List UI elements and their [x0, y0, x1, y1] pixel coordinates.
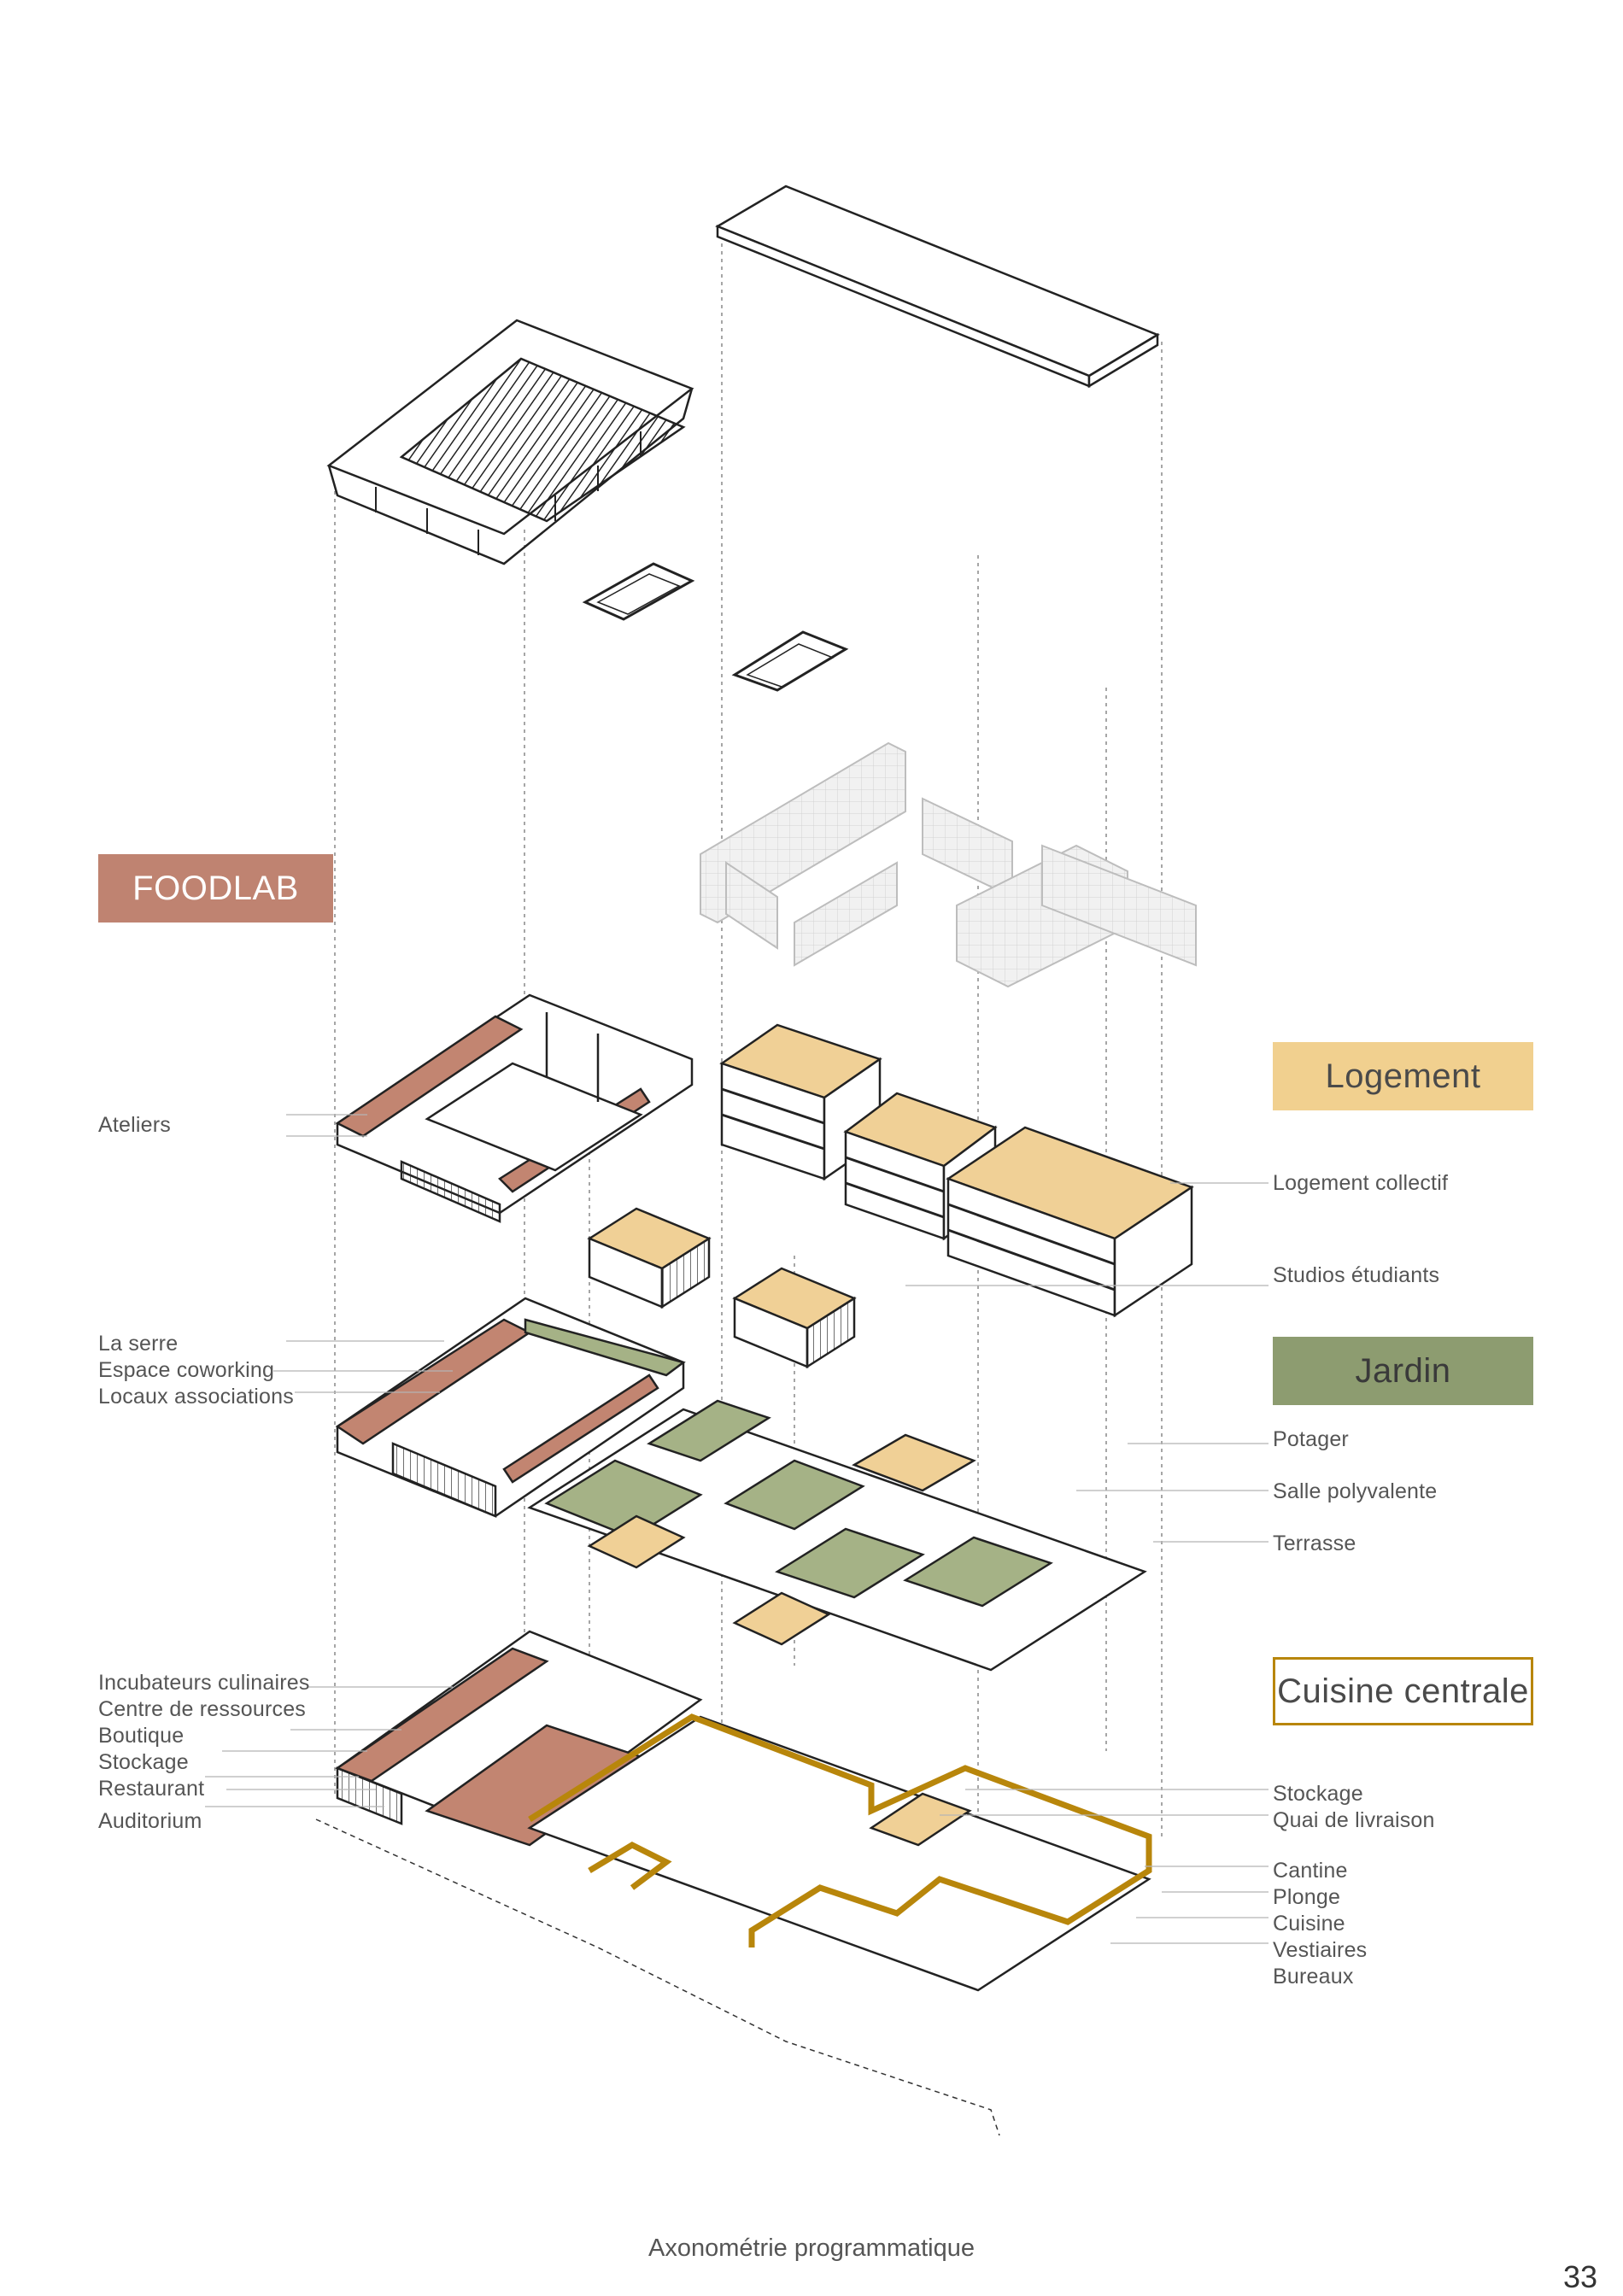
logement-blocks [719, 1023, 1194, 1318]
labels-level3: Ateliers [98, 1112, 171, 1139]
label-auditorium: Auditorium [98, 1809, 202, 1833]
label-bureaux: Bureaux [1273, 1965, 1354, 1988]
labels-cuisine-top: Stockage Quai de livraison [1273, 1781, 1435, 1834]
label-incubateurs: Incubateurs culinaires [98, 1671, 310, 1695]
skylights [582, 562, 849, 692]
label-stockage-left: Stockage [98, 1750, 189, 1774]
label-centre-ressources: Centre de ressources [98, 1697, 307, 1721]
legend-logement: Logement [1273, 1042, 1533, 1110]
legend-logement-label: Logement [1325, 1057, 1481, 1095]
label-ateliers: Ateliers [98, 1113, 171, 1137]
labels-cuisine-bottom: Cantine Plonge Cuisine Vestiaires Bureau… [1273, 1858, 1367, 1990]
labels-level1: Incubateurs culinaires Centre de ressour… [98, 1670, 310, 1835]
legend-cuisine-label: Cuisine centrale [1277, 1672, 1529, 1710]
label-salle-polyvalente: Salle polyvalente [1273, 1479, 1438, 1503]
legend-jardin: Jardin [1273, 1337, 1533, 1405]
legend-foodlab: FOODLAB [98, 854, 333, 922]
level2 [335, 1297, 1147, 1672]
legend-cuisine-centrale: Cuisine centrale [1273, 1657, 1533, 1725]
label-la-serre: La serre [98, 1332, 179, 1356]
labels-level2: La serre Espace coworking Locaux associa… [98, 1331, 294, 1410]
label-studios-etudiants: Studios étudiants [1273, 1263, 1440, 1287]
label-quai-livraison: Quai de livraison [1273, 1808, 1435, 1832]
foodlab-roof [326, 319, 694, 565]
label-espace-coworking: Espace coworking [98, 1358, 275, 1382]
label-plonge: Plonge [1273, 1885, 1341, 1909]
foodlab-level3 [335, 993, 694, 1223]
legend-foodlab-label: FOODLAB [132, 869, 299, 907]
label-boutique: Boutique [98, 1724, 185, 1748]
label-terrasse: Terrasse [1273, 1532, 1356, 1555]
page-number: 33 [1563, 2259, 1598, 2294]
studio-blocks [587, 1207, 857, 1369]
label-locaux-associations: Locaux associations [98, 1385, 294, 1409]
label-restaurant: Restaurant [98, 1777, 205, 1801]
level1 [315, 1630, 1152, 2136]
label-cantine: Cantine [1273, 1859, 1348, 1883]
leader-lines [205, 1114, 1269, 1944]
label-potager: Potager [1273, 1427, 1349, 1451]
figure-caption: Axonométrie programmatique [647, 2234, 975, 2262]
legend-jardin-label: Jardin [1355, 1351, 1451, 1390]
label-stockage-right: Stockage [1273, 1782, 1363, 1806]
label-logement-collectif: Logement collectif [1273, 1171, 1449, 1195]
label-vestiaires: Vestiaires [1273, 1938, 1368, 1962]
ghost-facades [700, 741, 1197, 988]
label-cuisine: Cuisine [1273, 1912, 1345, 1936]
tower-roof-slab [715, 184, 1160, 389]
